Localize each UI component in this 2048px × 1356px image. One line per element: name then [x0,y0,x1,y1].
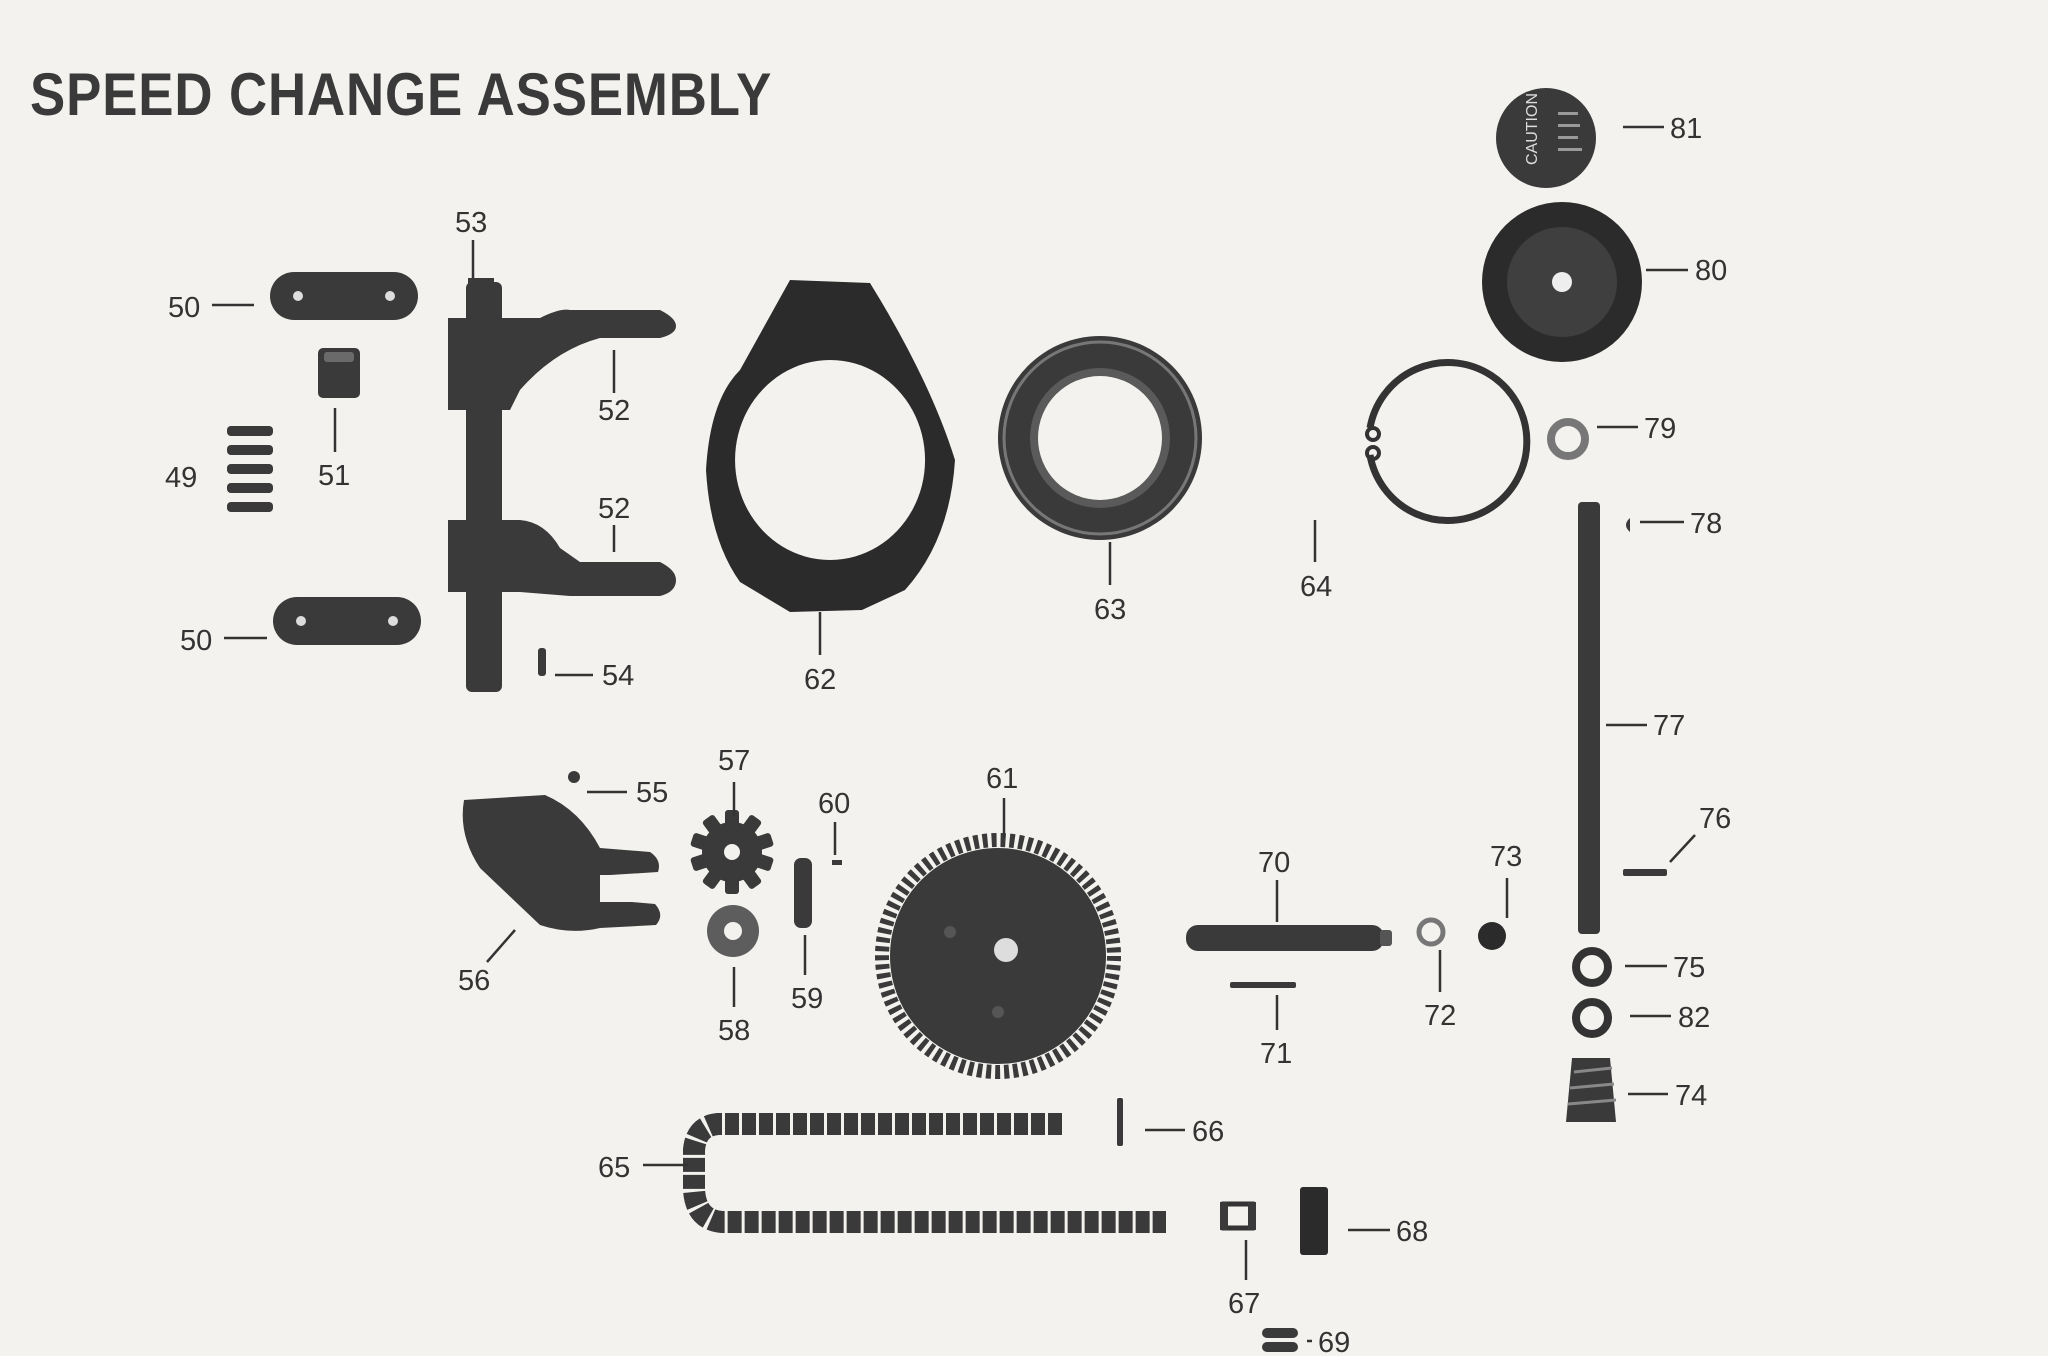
part-61-gear [875,833,1121,1079]
part-51-bushing [318,348,360,398]
part-73-ball [1478,922,1506,950]
part-59-sleeve [794,858,812,928]
callout-68: 68 [1396,1216,1428,1248]
part-79-washer [1547,418,1589,460]
callout-65: 65 [598,1152,630,1184]
callout-66: 66 [1192,1116,1224,1148]
callout-57: 57 [718,745,750,777]
part-77-shaft [1578,502,1600,934]
part-62-clamp-bracket [706,280,955,612]
leader-lines [212,125,1696,1343]
part-74-worm [1566,1058,1617,1122]
callout-74: 74 [1675,1080,1707,1112]
part-71-key [1230,982,1296,988]
page-title: SPEED CHANGE ASSEMBLY [30,61,773,128]
callout-54: 54 [602,660,634,692]
callout-49: 49 [165,462,197,494]
part-50-link-top [270,272,418,320]
callout-55: 55 [636,777,668,809]
caution-decal-text: CAUTION [1524,93,1541,165]
part-52-fork-lower [448,520,676,596]
part-63-bearing [998,336,1202,540]
part-80-pulley [1482,202,1642,362]
callout-73: 73 [1490,841,1522,873]
part-64-snap-ring [1365,359,1531,524]
callout-78: 78 [1690,508,1722,540]
part-67-master-link [1220,1201,1256,1231]
part-81-caution-cap: CAUTION [1496,88,1596,188]
part-75-washer [1572,947,1612,987]
callout-60: 60 [818,788,850,820]
callout-70: 70 [1258,847,1290,879]
part-69-link-plates [1262,1328,1298,1352]
callout-80: 80 [1695,255,1727,287]
callout-67: 67 [1228,1288,1260,1320]
part-65-chain [683,1113,1166,1233]
part-70-shaft [1186,925,1392,951]
part-49-screws [227,426,273,512]
callout-50-bottom: 50 [180,625,212,657]
callout-56: 56 [458,965,490,997]
callout-51: 51 [318,460,350,492]
part-78-key [1626,518,1630,532]
callout-76: 76 [1699,803,1731,835]
callout-75: 75 [1673,952,1705,984]
part-58-spacer [707,905,759,957]
part-60-pin [832,860,842,865]
callout-52-lower: 52 [598,493,630,525]
callout-81: 81 [1670,113,1702,145]
part-68-roller [1300,1187,1328,1255]
callout-52-upper: 52 [598,395,630,427]
callout-79: 79 [1644,413,1676,445]
part-52-fork-upper [448,309,676,410]
part-82-washer [1572,998,1612,1038]
callout-50-top: 50 [168,292,200,324]
part-55-ball [568,771,580,783]
callout-82: 82 [1678,1002,1710,1034]
callout-77: 77 [1653,710,1685,742]
callout-72: 72 [1424,1000,1456,1032]
callout-53: 53 [455,207,487,239]
callout-64: 64 [1300,571,1332,603]
callout-59: 59 [791,983,823,1015]
part-72-washer [1416,917,1446,947]
part-54-pin [538,648,546,676]
part-76-pin [1623,869,1667,876]
callout-61: 61 [986,763,1018,795]
callout-63: 63 [1094,594,1126,626]
part-66-pin [1117,1098,1123,1146]
callout-69: 69 [1318,1327,1350,1356]
callout-62: 62 [804,664,836,696]
part-57-sprocket [690,810,774,894]
callout-71: 71 [1260,1038,1292,1070]
part-50-link-bottom [273,597,421,645]
callout-58: 58 [718,1015,750,1047]
part-56-shift-lever [462,795,661,931]
